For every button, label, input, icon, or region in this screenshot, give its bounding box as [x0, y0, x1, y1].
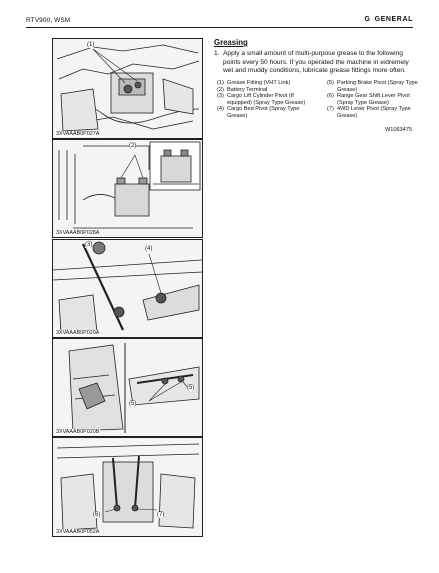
callout-2: (2): [129, 143, 137, 149]
greasing-section: Greasing 1. Apply a small amount of mult…: [214, 38, 414, 76]
legend-item: (2)Battery Terminal: [217, 86, 268, 93]
instruction-paragraph: 1. Apply a small amount of multi-purpose…: [214, 50, 414, 76]
section-heading: Greasing: [214, 38, 248, 47]
callout-3: (3): [85, 242, 93, 248]
figure-code: 3XVAAAB0P052A: [55, 529, 101, 535]
legend-right-column: (5)Parking Brake Pivot (Spray Type Greas…: [327, 80, 427, 120]
figure-1: (1) 3XVAAAB0P027A: [52, 38, 203, 139]
section-letter: G: [364, 16, 371, 23]
callout-5: (5): [129, 401, 137, 407]
legend-left-column: (1)Grease Fitting (VHT Link) (2)Battery …: [217, 80, 317, 120]
figure-code: 3XVAAAB0P027A: [55, 131, 101, 137]
reference-code: W1063475: [384, 127, 412, 133]
paragraph-text: Apply a small amount of multi-purpose gr…: [223, 50, 409, 75]
legend-item: (6)Range Gear Shift Lever Pivot (Spray T…: [327, 93, 410, 106]
legend-item: (4)Cargo Bed Pivot (Spray Type Grease): [217, 106, 300, 119]
figure-5: (6) (7) 3XVAAAB0P052A: [52, 437, 203, 537]
figure-code: 3XVAAAB0P029A: [55, 330, 101, 336]
legend-item: (3)Cargo Lift Cylinder Pivot (If equippe…: [217, 93, 306, 106]
figure-4-illustration: [53, 339, 202, 436]
callout-5-right: (5): [187, 385, 195, 391]
legend-item: (5)Parking Brake Pivot (Spray Type Greas…: [327, 80, 418, 93]
header-rule: [26, 27, 413, 28]
figure-2: (2) 3XVAAAB0P028A: [52, 139, 203, 238]
figure-code: 3XVAAAB0P020B: [55, 429, 101, 435]
figure-1-illustration: [53, 39, 202, 138]
paragraph-number: 1.: [214, 50, 220, 57]
page-header-left: RTV900, WSM: [26, 17, 71, 24]
figure-code: 3XVAAAB0P028A: [55, 230, 101, 236]
callout-4: (4): [145, 246, 153, 252]
figure-3: (3) (4) 3XVAAAB0P029A: [52, 239, 203, 338]
section-title: GENERAL: [374, 16, 413, 23]
figure-3-illustration: [53, 240, 202, 337]
callout-1: (1): [87, 42, 95, 48]
legend-item: (7)4WD Lever Pivot (Spray Type Grease): [327, 106, 411, 119]
legend-item: (1)Grease Fitting (VHT Link): [217, 80, 291, 86]
figure-4: (5) (5) 3XVAAAB0P020B: [52, 338, 203, 437]
callout-6: (6): [93, 512, 101, 518]
figure-2-illustration: [53, 140, 202, 237]
figure-5-illustration: [53, 438, 202, 536]
callout-7: (7): [157, 512, 165, 518]
